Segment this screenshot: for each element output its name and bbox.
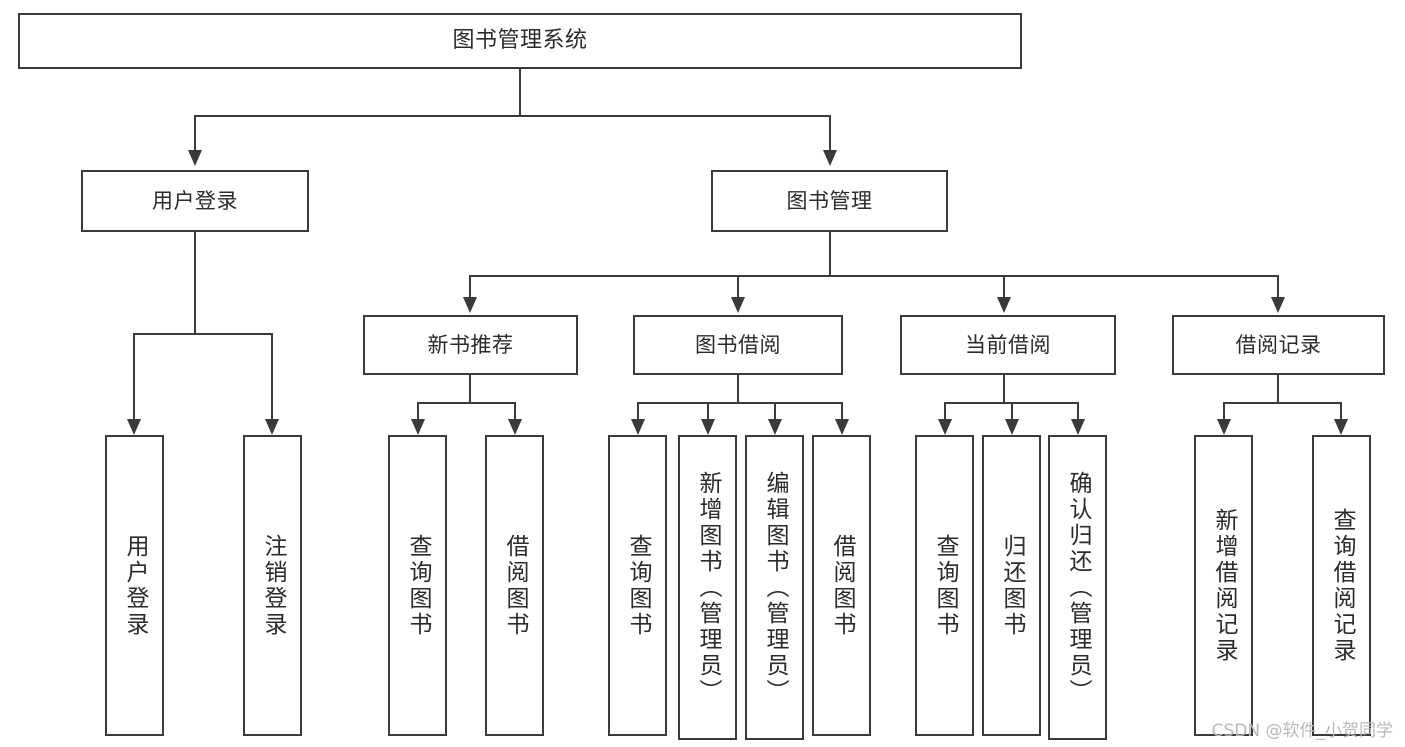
arrowhead-leaf-return-book (1005, 419, 1019, 435)
connector-current-borrow-stem (1003, 375, 1005, 403)
connector-to-book-borrow (737, 275, 739, 297)
connector-to-leaf-query-book-2 (637, 402, 639, 419)
node-leaf-borrow-book-2[interactable]: 借阅图书 (812, 435, 871, 736)
connector-to-leaf-query-book-3 (944, 402, 946, 419)
node-label: 借阅图书 (829, 533, 855, 638)
connector-to-new-book-rec (469, 275, 471, 297)
connector-to-leaf-add-record (1223, 402, 1225, 419)
node-label: 查询图书 (932, 533, 958, 638)
connector-to-leaf-query-record (1340, 402, 1342, 419)
node-label: 图书借阅 (695, 332, 781, 357)
node-label: 注销登录 (260, 533, 286, 638)
node-leaf-user-login[interactable]: 用户登录 (105, 435, 164, 736)
node-label: 图书管理 (786, 188, 873, 213)
node-leaf-query-book-3[interactable]: 查询图书 (915, 435, 974, 736)
node-root-system[interactable]: 图书管理系统 (18, 13, 1022, 69)
connector-book-borrow-bus (637, 402, 842, 404)
arrowhead-leaf-add-record (1217, 419, 1231, 435)
node-leaf-query-book-1[interactable]: 查询图书 (388, 435, 447, 736)
connector-user-login-stem (194, 232, 196, 334)
arrowhead-current-borrow (997, 297, 1011, 313)
connector-root-to-user-login (194, 115, 196, 150)
connector-user-login-bus (133, 333, 272, 335)
connector-to-leaf-edit-book (774, 402, 776, 419)
node-leaf-query-book-2[interactable]: 查询图书 (608, 435, 667, 736)
arrowhead-leaf-query-book-2 (631, 419, 645, 435)
node-label: 图书管理系统 (452, 28, 588, 54)
connector-to-leaf-borrow-book-1 (514, 402, 516, 419)
connector-root-stem (519, 69, 521, 116)
node-leaf-return-book[interactable]: 归还图书 (982, 435, 1041, 736)
node-book-borrow[interactable]: 图书借阅 (633, 315, 843, 375)
connector-borrow-record-bus (1223, 402, 1341, 404)
arrowhead-user-login (188, 150, 202, 166)
node-label: 查询图书 (405, 533, 431, 638)
node-leaf-borrow-book-1[interactable]: 借阅图书 (485, 435, 544, 736)
arrowhead-leaf-add-book (701, 419, 715, 435)
arrowhead-leaf-user-login (127, 419, 141, 435)
arrowhead-leaf-confirm-return (1071, 419, 1085, 435)
node-leaf-add-record[interactable]: 新增借阅记录 (1194, 435, 1253, 736)
node-label: 查询借阅记录 (1329, 507, 1355, 664)
node-leaf-add-book[interactable]: 新增图书（管理员） (678, 435, 737, 740)
connector-root-to-book-manage (829, 115, 831, 150)
node-book-manage[interactable]: 图书管理 (711, 170, 948, 232)
node-leaf-logout[interactable]: 注销登录 (243, 435, 302, 736)
connector-borrow-record-stem (1277, 375, 1279, 403)
node-label: 借阅图书 (502, 533, 528, 638)
node-label: 查询图书 (625, 533, 651, 638)
node-label: 当前借阅 (965, 332, 1051, 357)
connector-book-manage-stem (829, 232, 831, 276)
node-leaf-edit-book[interactable]: 编辑图书（管理员） (745, 435, 804, 740)
node-leaf-confirm-return[interactable]: 确认归还（管理员） (1048, 435, 1107, 740)
arrowhead-book-manage (823, 150, 837, 166)
connector-to-current-borrow (1003, 275, 1005, 297)
connector-to-leaf-logout (271, 333, 273, 419)
node-new-book-rec[interactable]: 新书推荐 (363, 315, 578, 375)
node-label: 新书推荐 (427, 332, 514, 357)
connector-new-book-rec-stem (469, 375, 471, 403)
connector-to-borrow-record (1277, 275, 1279, 297)
node-leaf-query-record[interactable]: 查询借阅记录 (1312, 435, 1371, 736)
connector-to-leaf-query-book-1 (417, 402, 419, 419)
node-label: 用户登录 (122, 533, 148, 638)
arrowhead-new-book-rec (463, 297, 477, 313)
arrowhead-leaf-query-record (1334, 419, 1348, 435)
node-label: 编辑图书（管理员） (762, 470, 788, 705)
connector-to-leaf-borrow-book-2 (841, 402, 843, 419)
connector-root-bus (194, 115, 831, 117)
arrowhead-book-borrow (731, 297, 745, 313)
arrowhead-leaf-edit-book (768, 419, 782, 435)
node-borrow-record[interactable]: 借阅记录 (1172, 315, 1385, 375)
arrowhead-leaf-query-book-3 (938, 419, 952, 435)
arrowhead-leaf-query-book-1 (411, 419, 425, 435)
arrowhead-leaf-borrow-book-1 (508, 419, 522, 435)
connector-new-book-rec-bus (417, 402, 515, 404)
node-label: 用户登录 (152, 188, 238, 213)
node-label: 借阅记录 (1235, 332, 1322, 357)
connector-to-leaf-add-book (707, 402, 709, 419)
arrowhead-borrow-record (1271, 297, 1285, 313)
node-label: 新增图书（管理员） (695, 470, 721, 705)
connector-book-borrow-stem (737, 375, 739, 403)
node-label: 归还图书 (999, 533, 1025, 638)
arrowhead-leaf-logout (265, 419, 279, 435)
connector-book-manage-bus (469, 275, 1278, 277)
node-current-borrow[interactable]: 当前借阅 (900, 315, 1116, 375)
connector-to-leaf-return-book (1011, 402, 1013, 419)
node-user-login[interactable]: 用户登录 (81, 170, 309, 232)
connector-to-leaf-confirm-return (1077, 402, 1079, 419)
connector-to-leaf-user-login (133, 333, 135, 419)
node-label: 确认归还（管理员） (1065, 470, 1091, 705)
arrowhead-leaf-borrow-book-2 (835, 419, 849, 435)
watermark-text: CSDN @软件_小贺同学 (1211, 721, 1393, 741)
node-label: 新增借阅记录 (1211, 507, 1237, 664)
